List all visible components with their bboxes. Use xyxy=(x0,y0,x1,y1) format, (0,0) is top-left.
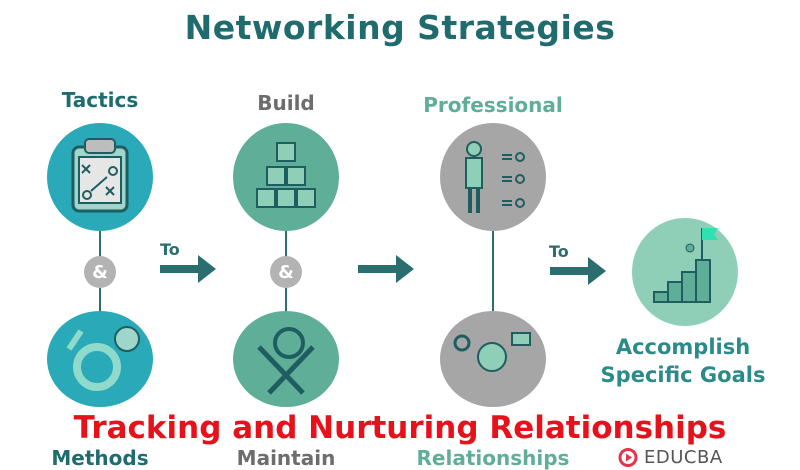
label-professional: Professional xyxy=(423,93,563,117)
ampersand-badge: & xyxy=(270,256,302,288)
educba-logo: EDUCBA xyxy=(618,447,723,468)
global-network-icon xyxy=(440,311,546,407)
label-methods: Methods xyxy=(51,446,149,470)
educba-logo-icon xyxy=(618,448,638,467)
label-relationships: Relationships xyxy=(416,446,570,470)
blocks-icon xyxy=(233,123,339,231)
connector-line xyxy=(285,231,287,257)
overlay-caption: Tracking and Nurturing Relationships xyxy=(73,410,727,446)
goal-label-line2: Specific Goals xyxy=(600,363,766,387)
methods-gear-icon xyxy=(47,311,153,407)
presenter-checklist-icon xyxy=(440,123,546,231)
connector-line xyxy=(285,288,287,312)
goal-flag-icon xyxy=(632,218,738,326)
tools-gear-icon xyxy=(233,311,339,407)
page-title: Networking Strategies xyxy=(184,8,616,47)
label-maintain: Maintain xyxy=(236,446,336,470)
label-build: Build xyxy=(257,91,315,115)
to-label: To xyxy=(160,240,180,259)
connector-line xyxy=(492,231,494,313)
goal-label-line1: Accomplish xyxy=(615,335,751,359)
to-label: To xyxy=(549,242,569,261)
ampersand-badge: & xyxy=(84,256,116,288)
arrow-right-icon xyxy=(358,255,414,283)
connector-line xyxy=(99,288,101,312)
goal-label: Accomplish Specific Goals xyxy=(583,333,783,389)
clipboard-strategy-icon xyxy=(47,123,153,231)
label-tactics: Tactics xyxy=(61,88,139,112)
arrow-right-icon xyxy=(160,255,216,283)
educba-logo-text: EDUCBA xyxy=(644,447,723,468)
connector-line xyxy=(99,231,101,257)
arrow-right-icon xyxy=(550,257,606,285)
